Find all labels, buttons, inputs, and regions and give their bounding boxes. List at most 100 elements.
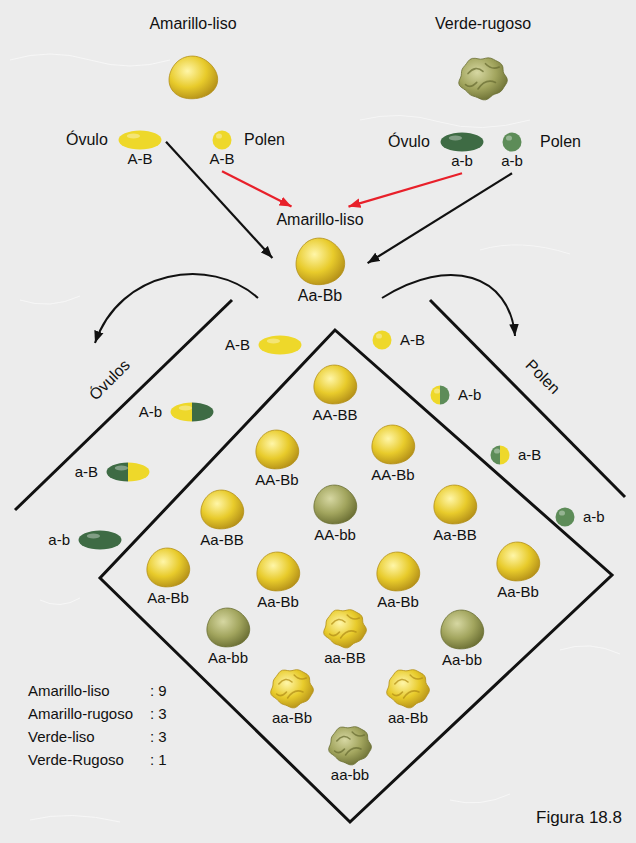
ovule-gamete: A-b: [135, 398, 218, 426]
offspring-pea: Aa-Bb: [491, 537, 545, 604]
parent-pea: Verde-rugoso: [431, 11, 535, 105]
genotype-label: AA-Bb: [255, 471, 298, 488]
offspring-pea: Aa-Bb: [141, 543, 195, 610]
gamete-symbol: [78, 530, 122, 550]
genotype-label: aa-Bb: [272, 709, 312, 726]
offspring-pea: AA-Bb: [250, 425, 304, 492]
pea-seed: [167, 55, 219, 101]
pea-seed: [370, 424, 416, 466]
gamete-symbol: [170, 402, 214, 422]
pollen-band-line: [430, 300, 625, 497]
genotype-label: Aa-Bb: [497, 583, 539, 600]
genotype-label: aa-BB: [324, 649, 366, 666]
phenotype-label: Verde-rugoso: [435, 15, 531, 33]
genotype-label: a-b: [48, 531, 70, 548]
gamete-arrow: [368, 173, 512, 263]
ovule-band-line: [15, 300, 232, 510]
gamete-symbol: [212, 130, 232, 150]
genotype-label: Aa-BB: [433, 526, 476, 543]
offspring-pea: Aa-Bb: [371, 547, 425, 614]
pollen-gamete: a-b: [551, 503, 609, 531]
offspring-pea: aa-Bb: [265, 663, 319, 730]
pea-seed: [312, 364, 358, 406]
pollen-gamete: A-B: [206, 126, 239, 171]
offspring-pea: aa-BB: [318, 603, 372, 670]
genotype-label: aa-bb: [331, 766, 369, 783]
genotype-label: Aa-bb: [208, 649, 248, 666]
pea-seed: [255, 551, 301, 593]
ovule-gamete: A-B: [221, 331, 306, 359]
offspring-pea: AA-Bb: [366, 420, 420, 487]
genotype-label: Aa-BB: [200, 531, 243, 548]
pea-seed: [294, 237, 346, 287]
gamete-caption: Polen: [540, 133, 581, 151]
hybrid-pea: Amarillo-lisoAa-Bb: [272, 207, 367, 310]
gamete-symbol: [372, 330, 392, 350]
ovule-gamete: a-b: [436, 128, 488, 173]
ovule-gamete: A-B: [114, 126, 166, 171]
genotype-label: A-B: [225, 336, 250, 353]
genotype-label: A-b: [458, 386, 481, 403]
phenotype-label: Amarillo-liso: [276, 211, 363, 229]
offspring-pea: AA-BB: [308, 360, 362, 427]
ovule-gamete: a-B: [71, 458, 154, 486]
pea-seed: [205, 607, 251, 649]
genotype-label: AA-Bb: [371, 466, 414, 483]
genotype-label: aa-Bb: [388, 709, 428, 726]
genotype-label: AA-bb: [314, 526, 356, 543]
pollen-gamete: A-b: [426, 381, 485, 409]
offspring-pea: Aa-bb: [435, 605, 489, 672]
gamete-symbol: [440, 132, 484, 152]
pea-seed: [375, 551, 421, 593]
offspring-pea: Aa-BB: [195, 485, 249, 552]
gamete-caption: Óvulo: [388, 133, 430, 151]
gamete-caption: Polen: [244, 131, 285, 149]
count-name: Verde-Rugoso: [28, 751, 124, 768]
pea-seed: [254, 429, 300, 471]
genotype-label: Aa-Bb: [298, 287, 342, 305]
count-value: : 9: [150, 682, 167, 699]
count-name: Amarillo-rugoso: [28, 705, 133, 722]
gamete-arrow: [222, 171, 292, 206]
genotype-label: Aa-Bb: [147, 589, 189, 606]
pea-seed: [269, 667, 315, 709]
pea-seed: [145, 547, 191, 589]
pea-seed: [327, 724, 373, 766]
gamete-symbol: [258, 335, 302, 355]
pea-seed: [312, 484, 358, 526]
gamete-caption: Óvulo: [66, 131, 108, 149]
offspring-pea: aa-bb: [323, 720, 377, 787]
pea-seed: [439, 609, 485, 651]
genotype-label: A-B: [210, 150, 235, 167]
curved-arrow: [95, 274, 258, 343]
gamete-symbol: [502, 132, 522, 152]
band-label: Polen: [521, 356, 563, 398]
gamete-symbol: [555, 507, 575, 527]
curved-arrow: [382, 275, 515, 336]
pea-seed: [385, 667, 431, 709]
gamete-symbol: [118, 130, 162, 150]
pollen-gamete: a-b: [497, 128, 527, 173]
offspring-pea: AA-bb: [308, 480, 362, 547]
genotype-label: a-b: [451, 152, 473, 169]
count-value: : 3: [150, 705, 167, 722]
pea-seed: [199, 489, 245, 531]
offspring-pea: Aa-BB: [428, 480, 482, 547]
pea-seed: [432, 484, 478, 526]
offspring-pea: Aa-bb: [201, 603, 255, 670]
paper-texture: [10, 54, 620, 822]
offspring-pea: aa-Bb: [381, 663, 435, 730]
genotype-label: a-b: [583, 508, 605, 525]
pea-seed: [322, 607, 368, 649]
genotype-label: Aa-Bb: [377, 593, 419, 610]
genotype-label: Aa-bb: [442, 651, 482, 668]
gamete-symbol: [430, 385, 450, 405]
parent-pea: Amarillo-liso: [145, 11, 240, 105]
ovule-gamete: a-b: [44, 526, 126, 554]
count-name: Verde-liso: [28, 728, 95, 745]
genotype-label: a-B: [518, 446, 541, 463]
pea-seed: [457, 55, 509, 101]
punnett-diamond: [100, 330, 612, 822]
genotype-label: a-B: [75, 463, 98, 480]
